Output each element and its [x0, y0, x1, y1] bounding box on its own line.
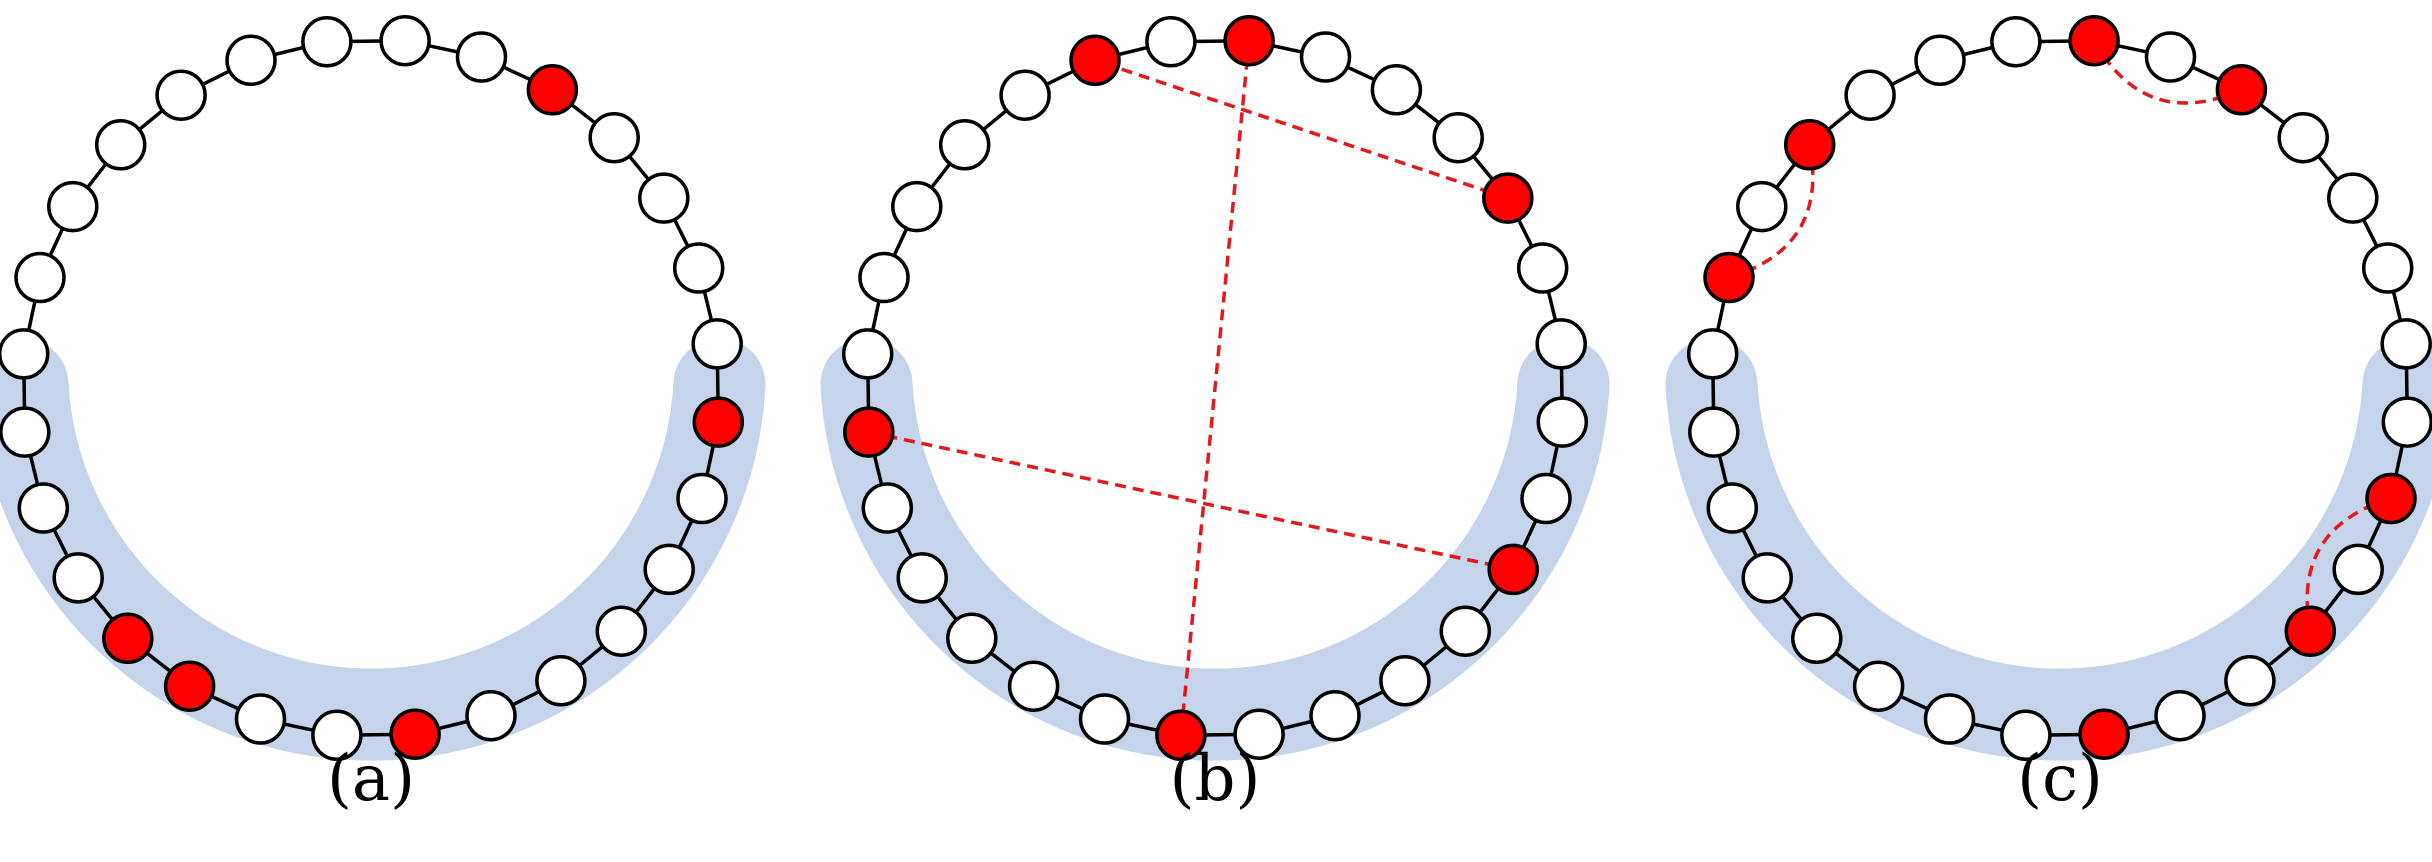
node: [2327, 172, 2379, 224]
node: [1535, 318, 1587, 370]
marked-node: [102, 612, 154, 665]
node: [861, 482, 914, 534]
node: [2154, 689, 2206, 742]
node: [676, 472, 728, 525]
highlight-band: [1665, 338, 2432, 761]
marked-node: [692, 396, 745, 448]
node: [2361, 242, 2414, 294]
node: [1844, 69, 1896, 121]
node: [1852, 660, 1905, 712]
panel-a: (a): [0, 14, 766, 816]
marked-node: [1155, 709, 1207, 762]
panel-b: (b): [820, 14, 1610, 816]
marked-node: [1223, 14, 1275, 67]
node: [595, 605, 648, 657]
node: [1914, 34, 1966, 87]
node: [841, 328, 894, 380]
panel-caption: (c): [2017, 742, 2103, 816]
node: [1688, 406, 1740, 458]
node: [891, 180, 943, 233]
node: [691, 318, 743, 370]
panel-c: (c): [1665, 14, 2432, 816]
node: [1439, 605, 1492, 657]
node: [2380, 318, 2432, 370]
node: [2277, 111, 2329, 164]
node: [1309, 689, 1361, 742]
node: [14, 251, 66, 304]
node: [638, 172, 690, 224]
node: [234, 693, 287, 745]
node: [2332, 543, 2384, 596]
node: [1741, 552, 1793, 604]
match-link: [868, 430, 1514, 572]
node: [1516, 242, 1569, 294]
node: [52, 552, 104, 604]
node: [946, 612, 998, 665]
marked-node: [2284, 605, 2337, 657]
node: [1686, 328, 1739, 380]
node: [672, 242, 725, 294]
node: [1299, 31, 1352, 83]
node: [2381, 396, 2432, 448]
node: [1007, 660, 1060, 712]
marked-node: [1487, 543, 1539, 596]
node: [1736, 180, 1788, 233]
node: [896, 552, 948, 604]
marked-node: [2068, 14, 2120, 67]
match-link: [1094, 58, 1509, 200]
marked-node: [2215, 64, 2268, 116]
marked-node: [1069, 34, 1121, 87]
node: [465, 689, 517, 742]
node: [0, 406, 51, 458]
match-link: [1179, 40, 1251, 736]
node: [1233, 708, 1285, 760]
node: [1923, 693, 1976, 745]
node: [1536, 396, 1589, 448]
marked-node: [843, 406, 895, 458]
marked-node: [1783, 119, 1836, 171]
marked-node: [389, 708, 441, 760]
node: [2144, 31, 2197, 83]
highlight-band: [820, 338, 1610, 761]
node: [588, 111, 640, 164]
node: [47, 180, 99, 233]
node: [643, 543, 695, 596]
node: [0, 328, 50, 380]
node: [858, 251, 910, 304]
node: [155, 69, 207, 121]
node: [311, 709, 363, 762]
node: [379, 14, 431, 67]
node: [1145, 16, 1197, 68]
node: [455, 31, 508, 83]
panel-caption: (a): [327, 742, 415, 816]
node: [301, 16, 353, 68]
node: [2000, 709, 2052, 762]
marked-node: [1482, 172, 1534, 224]
node: [1791, 612, 1843, 665]
node: [1706, 482, 1759, 534]
node: [225, 34, 277, 87]
node: [2224, 655, 2276, 707]
node: [1078, 693, 1131, 745]
node: [999, 69, 1051, 121]
highlight-band: [0, 338, 766, 761]
node: [1520, 472, 1572, 525]
node: [1370, 64, 1423, 116]
node: [1432, 111, 1484, 164]
marked-node: [2365, 472, 2417, 525]
node: [1379, 655, 1431, 707]
node: [938, 119, 991, 171]
marked-node: [1703, 251, 1755, 304]
marked-node: [526, 64, 579, 116]
marked-node: [163, 660, 216, 712]
node: [535, 655, 587, 707]
node: [1990, 16, 2042, 68]
node: [17, 482, 70, 534]
panel-caption: (b): [1170, 742, 1261, 816]
marked-node: [2078, 708, 2130, 760]
node: [94, 119, 147, 171]
